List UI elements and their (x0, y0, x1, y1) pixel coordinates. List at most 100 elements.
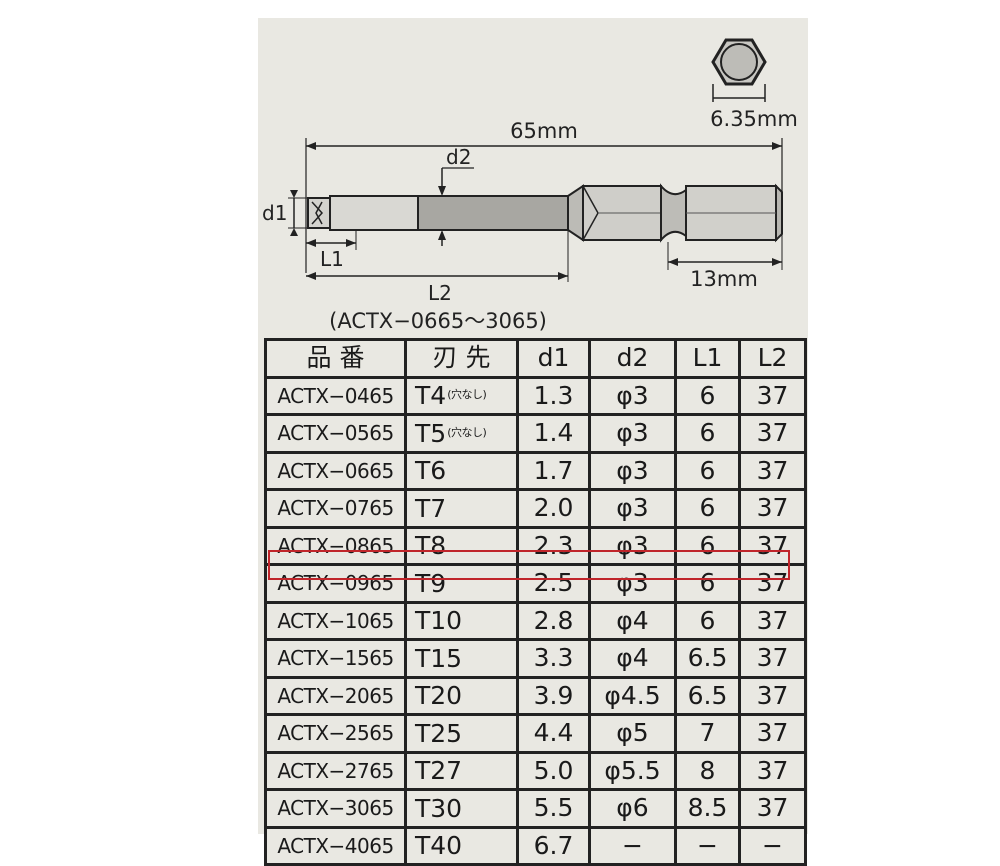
d1-cell: 5.0 (516, 750, 591, 791)
model-number: ACTX−0765 (277, 496, 394, 521)
l2-cell: 37 (738, 600, 807, 641)
d2-value: φ3 (616, 380, 649, 410)
table-row: ACTX−2565 T25 4.4 φ5 7 37 (264, 713, 807, 754)
tip-cell: T25 (404, 713, 519, 754)
model-number: ACTX−0465 (277, 383, 394, 408)
l1-value: 8 (699, 755, 716, 785)
tip-size: T9 (415, 568, 447, 598)
bit-dimension-diagram: 6.35mm 65mm (258, 18, 808, 338)
table-row: ACTX−0465 T4(穴なし) 1.3 φ3 6 37 (264, 375, 807, 416)
d2-value: φ5 (616, 718, 649, 748)
header-l2: L2 (738, 338, 807, 379)
l1-cell: 8.5 (674, 788, 741, 829)
l1-cell: 6.5 (674, 675, 741, 716)
tip-cell: T15 (404, 638, 519, 679)
d2-cell: φ4.5 (588, 675, 677, 716)
d2-value: φ4 (616, 605, 649, 635)
spec-table: 品 番 刃 先 d1 d2 L1 L2 ACTX−0465 T4(穴なし) 1.… (264, 338, 807, 866)
model-cell: ACTX−0865 (264, 525, 407, 566)
tip-size: T5 (415, 418, 447, 448)
header-d2: d2 (588, 338, 677, 379)
d2-value: φ3 (616, 455, 649, 485)
l2-value: 37 (756, 680, 789, 710)
model-number: ACTX−0565 (277, 421, 394, 446)
l2-cell: 37 (738, 750, 807, 791)
bit-drawing: 6.35mm 65mm (262, 38, 798, 333)
l1-value: 6.5 (687, 643, 728, 673)
d1-value: 3.3 (533, 643, 574, 673)
l1-label: L1 (320, 247, 344, 271)
l2-value: 37 (756, 455, 789, 485)
header-model: 品 番 (264, 338, 407, 379)
tip-size: T4 (415, 381, 447, 411)
tip-cell: T27 (404, 750, 519, 791)
table-row: ACTX−3065 T30 5.5 φ6 8.5 37 (264, 788, 807, 829)
l1-cell: 6 (674, 413, 741, 454)
l2-value: 37 (756, 418, 789, 448)
table-row: ACTX−1065 T10 2.8 φ4 6 37 (264, 600, 807, 641)
l1-value: 6 (699, 605, 716, 635)
d1-value: 2.5 (533, 568, 574, 598)
d1-value: 1.3 (533, 380, 574, 410)
d1-cell: 3.3 (516, 638, 591, 679)
l1-cell: − (674, 825, 741, 866)
model-cell: ACTX−3065 (264, 788, 407, 829)
d2-cell: φ3 (588, 450, 677, 491)
d2-cell: φ5 (588, 713, 677, 754)
d2-cell: φ4 (588, 638, 677, 679)
table-header-row: 品 番 刃 先 d1 d2 L1 L2 (264, 338, 807, 379)
table-row: ACTX−1565 T15 3.3 φ4 6.5 37 (264, 638, 807, 679)
table-row: ACTX−4065 T40 6.7 − − − (264, 825, 807, 866)
tip-cell: T30 (404, 788, 519, 829)
d2-value: φ5.5 (604, 755, 661, 785)
d2-cell: φ5.5 (588, 750, 677, 791)
d1-value: 2.0 (533, 493, 574, 523)
table-row: ACTX−0565 T5(穴なし) 1.4 φ3 6 37 (264, 413, 807, 454)
l1-cell: 6 (674, 600, 741, 641)
tip-size: T6 (415, 456, 447, 486)
l2-cell: 37 (738, 563, 807, 604)
d1-cell: 2.3 (516, 525, 591, 566)
l1-value: 6 (699, 530, 716, 560)
d1-cell: 1.3 (516, 375, 591, 416)
l1-value: 6.5 (687, 680, 728, 710)
table-row: ACTX−0965 T9 2.5 φ3 6 37 (264, 563, 807, 604)
tip-cell: T8 (404, 525, 519, 566)
d1-cell: 4.4 (516, 713, 591, 754)
l2-cell: 37 (738, 525, 807, 566)
d1-cell: 1.4 (516, 413, 591, 454)
d1-cell: 3.9 (516, 675, 591, 716)
d1-value: 2.8 (533, 605, 574, 635)
d1-value: 1.4 (533, 418, 574, 448)
hex-size-label: 6.35mm (710, 107, 798, 131)
header-l1: L1 (674, 338, 741, 379)
table-row: ACTX−2765 T27 5.0 φ5.5 8 37 (264, 750, 807, 791)
tip-cell: T4(穴なし) (404, 375, 519, 416)
tip-cell: T5(穴なし) (404, 413, 519, 454)
model-number: ACTX−1565 (277, 646, 394, 671)
tip-size: T40 (415, 831, 463, 861)
table-body: ACTX−0465 T4(穴なし) 1.3 φ3 6 37 ACTX−0565 … (264, 375, 807, 866)
model-number: ACTX−4065 (277, 833, 394, 858)
d1-label: d1 (262, 201, 287, 225)
model-number: ACTX−2765 (277, 758, 394, 783)
l1-value: 6 (699, 455, 716, 485)
d1-value: 1.7 (533, 455, 574, 485)
d2-value: φ6 (616, 793, 649, 823)
model-number: ACTX−2565 (277, 721, 394, 746)
l2-cell: 37 (738, 675, 807, 716)
model-cell: ACTX−0965 (264, 563, 407, 604)
l1-value: − (697, 830, 718, 860)
model-number: ACTX−0665 (277, 458, 394, 483)
range-note: (ACTX−0665〜3065) (329, 309, 547, 333)
model-number: ACTX−0865 (277, 533, 394, 558)
l2-value: 37 (756, 568, 789, 598)
l2-cell: 37 (738, 638, 807, 679)
l2-value: 37 (756, 605, 789, 635)
table-row: ACTX−0865 T8 2.3 φ3 6 37 (264, 525, 807, 566)
d2-cell: φ3 (588, 525, 677, 566)
l2-cell: 37 (738, 413, 807, 454)
d2-cell: − (588, 825, 677, 866)
d2-cell: φ6 (588, 788, 677, 829)
d2-value: φ4.5 (604, 680, 661, 710)
